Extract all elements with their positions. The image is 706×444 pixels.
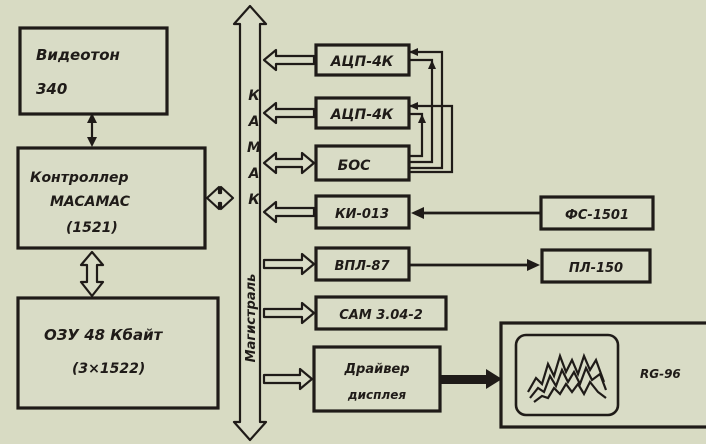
videoton-block: Видеотон 340 [20,28,167,114]
controller-block: Контроллер MACAMAC (1521) [18,148,205,248]
cam-label: САМ 3.04-2 [339,308,423,323]
videoton-label-1: Видеотон [36,46,120,64]
fs1501-block: ФС-1501 [541,197,653,229]
pl150-block: ПЛ-150 [542,250,650,282]
ki013-block: КИ-013 [316,196,409,228]
controller-label-2: MACAMAC [50,194,131,210]
arrow-controller-bus [207,187,233,209]
adc-2-label: АЦП-4К [330,107,394,123]
ki013-label: КИ-013 [335,207,389,222]
arrow-controller-ram [81,252,103,296]
kamak-bus: К А М А К Магистраль [234,6,266,440]
adc-block-2: АЦП-4К [316,98,409,128]
kamak-letter-3: М [247,140,261,156]
kamak-letter-2: А [248,114,260,130]
driver-label-1: Драйвер [343,362,409,377]
controller-label-3: (1521) [66,220,118,236]
adc-block-1: АЦП-4К [316,45,409,75]
ram-block: ОЗУ 48 Кбайт (3×1522) [18,298,218,408]
kamak-letter-4: А [248,166,260,182]
rg96-label: RG-96 [640,367,681,381]
bos-label: БОС [338,158,372,174]
bus-module-arrows [264,50,314,389]
kamak-letter-5: К [248,192,260,208]
adc-1-label: АЦП-4К [330,54,394,70]
fs1501-label: ФС-1501 [565,208,629,223]
controller-label-1: Контроллер [30,170,129,186]
arrow-videoton-controller [87,113,97,147]
arrow-vpl87-pl150 [409,259,540,271]
adc-bos-wiring [409,48,452,172]
kamak-letter-1: К [248,88,260,104]
driver-label-2: дисплея [347,388,406,402]
cam-block: САМ 3.04-2 [316,297,446,329]
ram-label-1: ОЗУ 48 Кбайт [44,326,164,344]
videoton-label-2: 340 [36,80,67,98]
display-monitor: RG-96 [501,323,706,427]
arrow-driver-monitor [440,369,502,389]
bos-block: БОС [316,146,409,180]
vpl87-block: ВПЛ-87 [316,248,409,280]
ram-label-2: (3×1522) [72,361,145,377]
bus-vertical-label: Магистраль [244,274,259,363]
display-driver-block: Драйвер дисплея [314,347,440,411]
arrow-fs1501-ki013 [411,207,541,219]
vpl87-label: ВПЛ-87 [334,259,390,274]
monitor-screen [516,335,618,415]
pl150-label: ПЛ-150 [569,261,623,276]
